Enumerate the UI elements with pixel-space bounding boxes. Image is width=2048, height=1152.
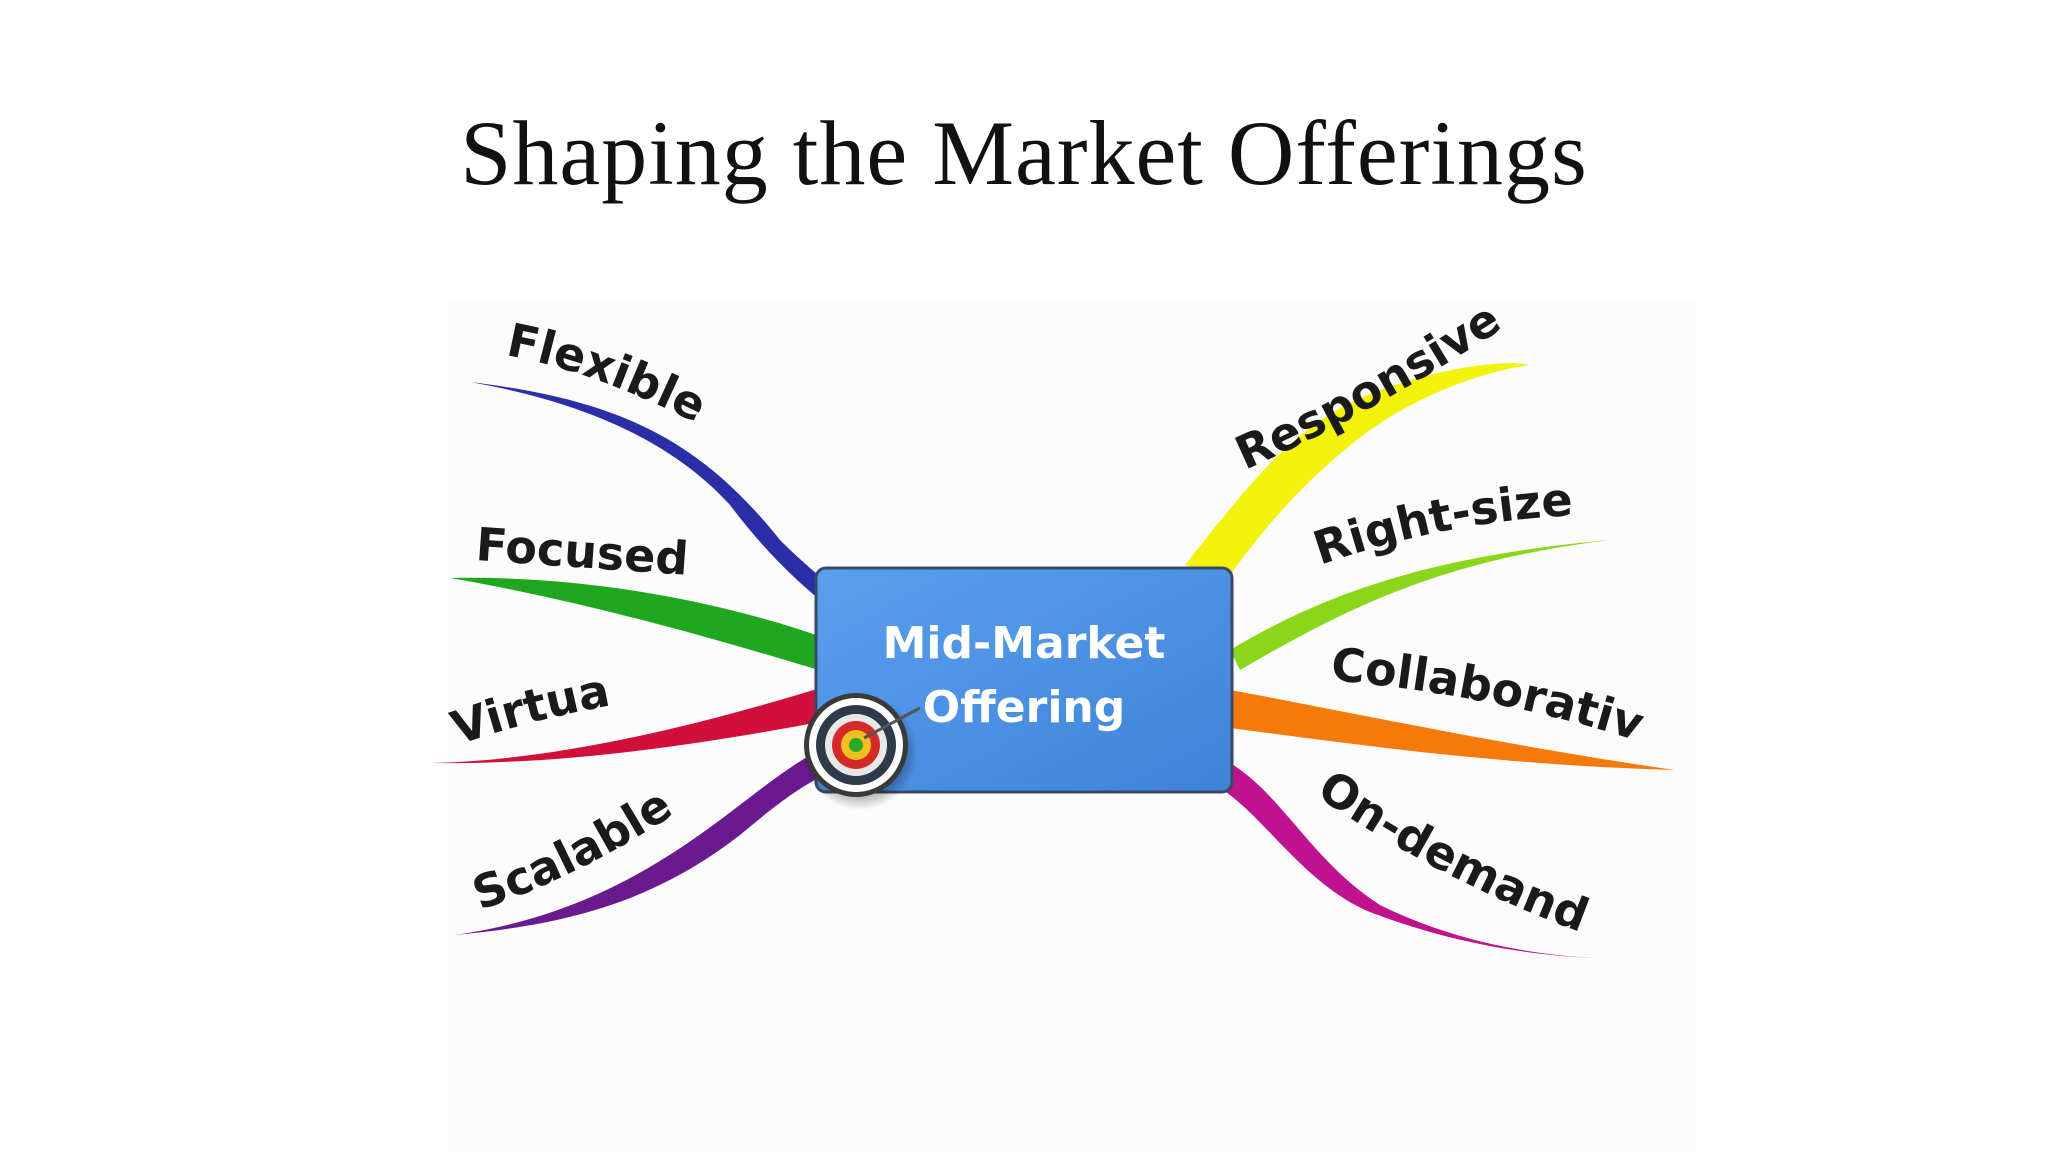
target-icon — [802, 693, 921, 810]
branch-label-virtual: Virtual — [0, 0, 614, 755]
center-box — [814, 566, 1234, 794]
center-label-line1: Mid-Market — [883, 618, 1166, 669]
branch-label-scalable: Scalable — [465, 777, 681, 920]
center-label-line2: Offering — [923, 682, 1126, 733]
slide-title: Shaping the Market Offerings — [460, 102, 1588, 204]
branch-virtual-stroke — [432, 685, 830, 764]
branch-on-demand-stroke — [1215, 760, 1595, 958]
branch-collaborative-stroke — [1230, 690, 1675, 770]
branch-label-right-sized: Right-sized — [0, 0, 1574, 575]
branch-scalable-stroke — [455, 750, 835, 935]
branch-label-on-demand: On-demand — [1309, 759, 1596, 942]
branch-focused-stroke — [450, 577, 830, 672]
branch-label-responsive: Responsive — [1227, 291, 1509, 480]
branch-label-focused: Focused — [474, 517, 690, 586]
branch-responsive-stroke — [1185, 363, 1530, 575]
